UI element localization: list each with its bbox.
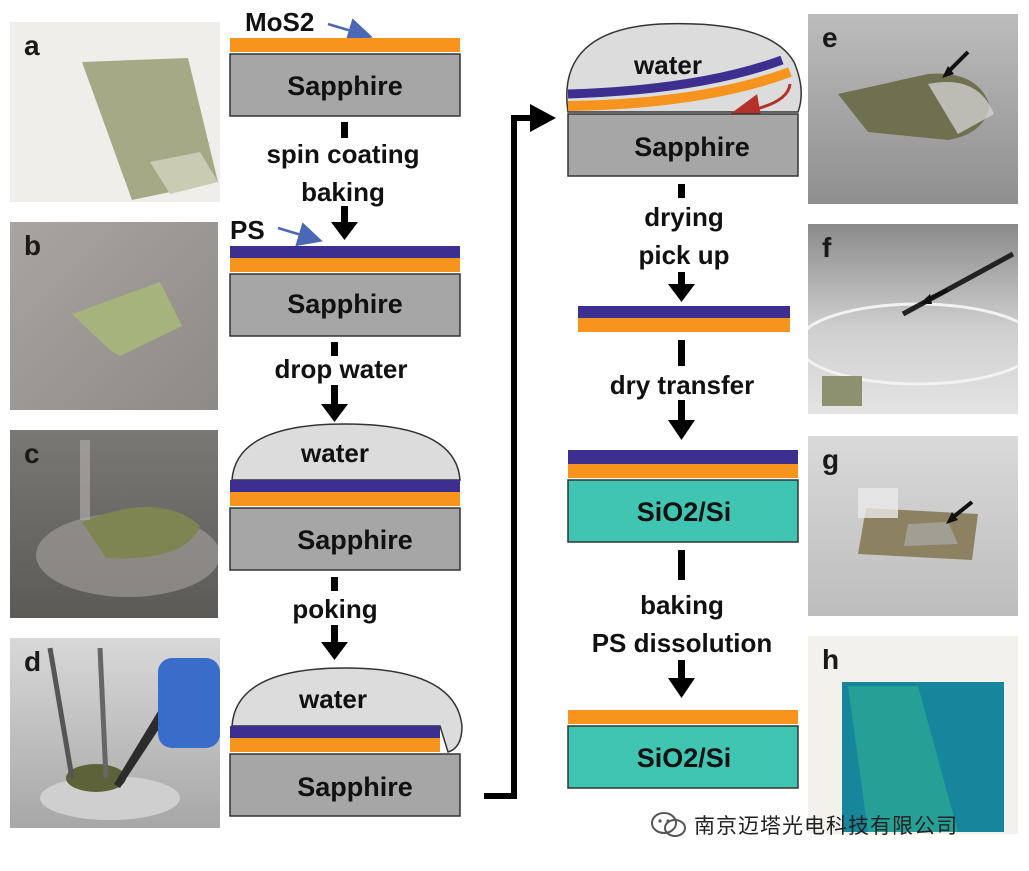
step-baking-ps-dissolution: baking PS dissolution	[592, 550, 773, 698]
step-label-drop-water: drop water	[275, 354, 408, 384]
stack-poked-water: water Sapphire	[229, 667, 463, 817]
step-label-baking-2: baking	[640, 590, 724, 620]
mos2-layer	[230, 738, 440, 752]
mos2-label: MoS2	[245, 7, 314, 37]
ps-label: PS	[230, 215, 265, 245]
step-drying-pick-up: drying pick up	[638, 184, 730, 302]
step-label-poking: poking	[292, 594, 377, 624]
panel-label-e: e	[822, 22, 838, 53]
ps-layer	[230, 726, 440, 738]
sapphire-label: Sapphire	[297, 772, 413, 802]
sio2-label: SiO2/Si	[637, 743, 732, 773]
stack-mos2-on-sapphire: MoS2 Sapphire	[229, 7, 461, 117]
sapphire-label: Sapphire	[634, 132, 750, 162]
stack-ps-mos2-sapphire: PS Sapphire	[229, 215, 461, 337]
photo-panel-b: b	[10, 222, 218, 410]
floating-film-photo	[838, 50, 994, 140]
panel-label-b: b	[24, 230, 42, 261]
water-label: water	[300, 438, 369, 468]
photo-panel-h: h	[808, 636, 1018, 834]
stack-free-film	[578, 306, 790, 332]
water-droplet	[231, 667, 463, 753]
sapphire-label: Sapphire	[287, 71, 403, 101]
peel-direction-arrow	[730, 83, 792, 124]
stack-film-on-sio2: SiO2/Si	[567, 450, 799, 543]
photo-panel-e: e	[808, 14, 1018, 204]
ps-pointer-arrow	[277, 222, 323, 247]
sio2-label: SiO2/Si	[637, 497, 732, 527]
poking-photo	[40, 647, 220, 820]
sapphire-substrate	[229, 273, 461, 337]
final-film-on-sio2-photo	[842, 682, 1004, 832]
wechat-icon	[651, 812, 686, 837]
watermark-text: 南京迈塔光电科技有限公司	[694, 814, 958, 838]
watermark: 南京迈塔光电科技有限公司	[650, 808, 958, 842]
mos2-layer	[578, 318, 790, 332]
water-droplet	[231, 423, 461, 481]
down-arrow-icon	[668, 284, 695, 302]
transferred-film-photo	[858, 488, 978, 560]
photo-panel-c: c	[10, 430, 218, 618]
sio2-substrate	[567, 479, 799, 543]
mos2-pointer-arrow	[327, 18, 373, 43]
water-label: water	[298, 684, 367, 714]
ps-layer-curved	[567, 55, 784, 99]
water-label: water	[633, 50, 702, 80]
mos2-film-photo	[82, 58, 218, 200]
step-label-spin-coating: spin coating	[266, 139, 419, 169]
mos2-layer	[230, 492, 460, 506]
photo-panel-g: g	[808, 436, 1018, 616]
mos2-layer-curved	[567, 67, 792, 111]
stack-mos2-on-sio2: SiO2/Si	[567, 710, 799, 789]
sapphire-substrate	[567, 113, 799, 177]
step-poking: poking	[292, 577, 378, 660]
mos2-layer	[568, 710, 798, 724]
down-arrow-icon	[668, 678, 695, 698]
pick-up-photo	[808, 251, 1018, 406]
panel-label-c: c	[24, 438, 40, 469]
panel-label-h: h	[822, 644, 840, 675]
sapphire-label: Sapphire	[297, 525, 413, 555]
stack-film-delaminating: water Sapphire	[566, 22, 802, 177]
ps-layer	[230, 480, 460, 492]
column-connector-arrow	[484, 104, 556, 799]
step-label-drying: drying	[644, 202, 723, 232]
ps-layer	[578, 306, 790, 318]
film-on-sapphire-photo	[72, 282, 182, 356]
photo-panel-f: f	[808, 224, 1018, 414]
photo-panel-a: a	[10, 22, 220, 202]
ps-layer	[230, 246, 460, 258]
sapphire-label: Sapphire	[287, 289, 403, 319]
sapphire-substrate	[229, 753, 461, 817]
step-spin-coating-baking: spin coating baking	[266, 122, 420, 240]
stack-water-drop: water Sapphire	[229, 423, 461, 571]
down-arrow-icon	[321, 642, 348, 660]
down-arrow-icon	[331, 222, 358, 240]
photo-panel-d: d	[10, 638, 220, 828]
ps-layer	[568, 450, 798, 464]
panel-label-f: f	[822, 232, 832, 263]
panel-label-g: g	[822, 444, 840, 475]
mos2-layer	[230, 38, 460, 52]
mos2-layer	[568, 464, 798, 478]
sio2-substrate	[567, 725, 799, 789]
step-drop-water: drop water	[275, 342, 408, 422]
panel-label-d: d	[24, 646, 42, 677]
sapphire-substrate	[229, 53, 461, 117]
step-label-dry-transfer: dry transfer	[610, 370, 755, 400]
sapphire-substrate	[229, 507, 461, 571]
step-dry-transfer: dry transfer	[610, 340, 755, 440]
step-label-ps-dissolution: PS dissolution	[592, 628, 773, 658]
step-label-pick-up: pick up	[638, 240, 729, 270]
step-label-baking: baking	[301, 177, 385, 207]
mos2-layer	[230, 258, 460, 272]
water-drop-photo	[36, 440, 218, 597]
down-arrow-icon	[668, 420, 695, 440]
down-arrow-icon	[321, 404, 348, 422]
panel-label-a: a	[24, 30, 40, 61]
